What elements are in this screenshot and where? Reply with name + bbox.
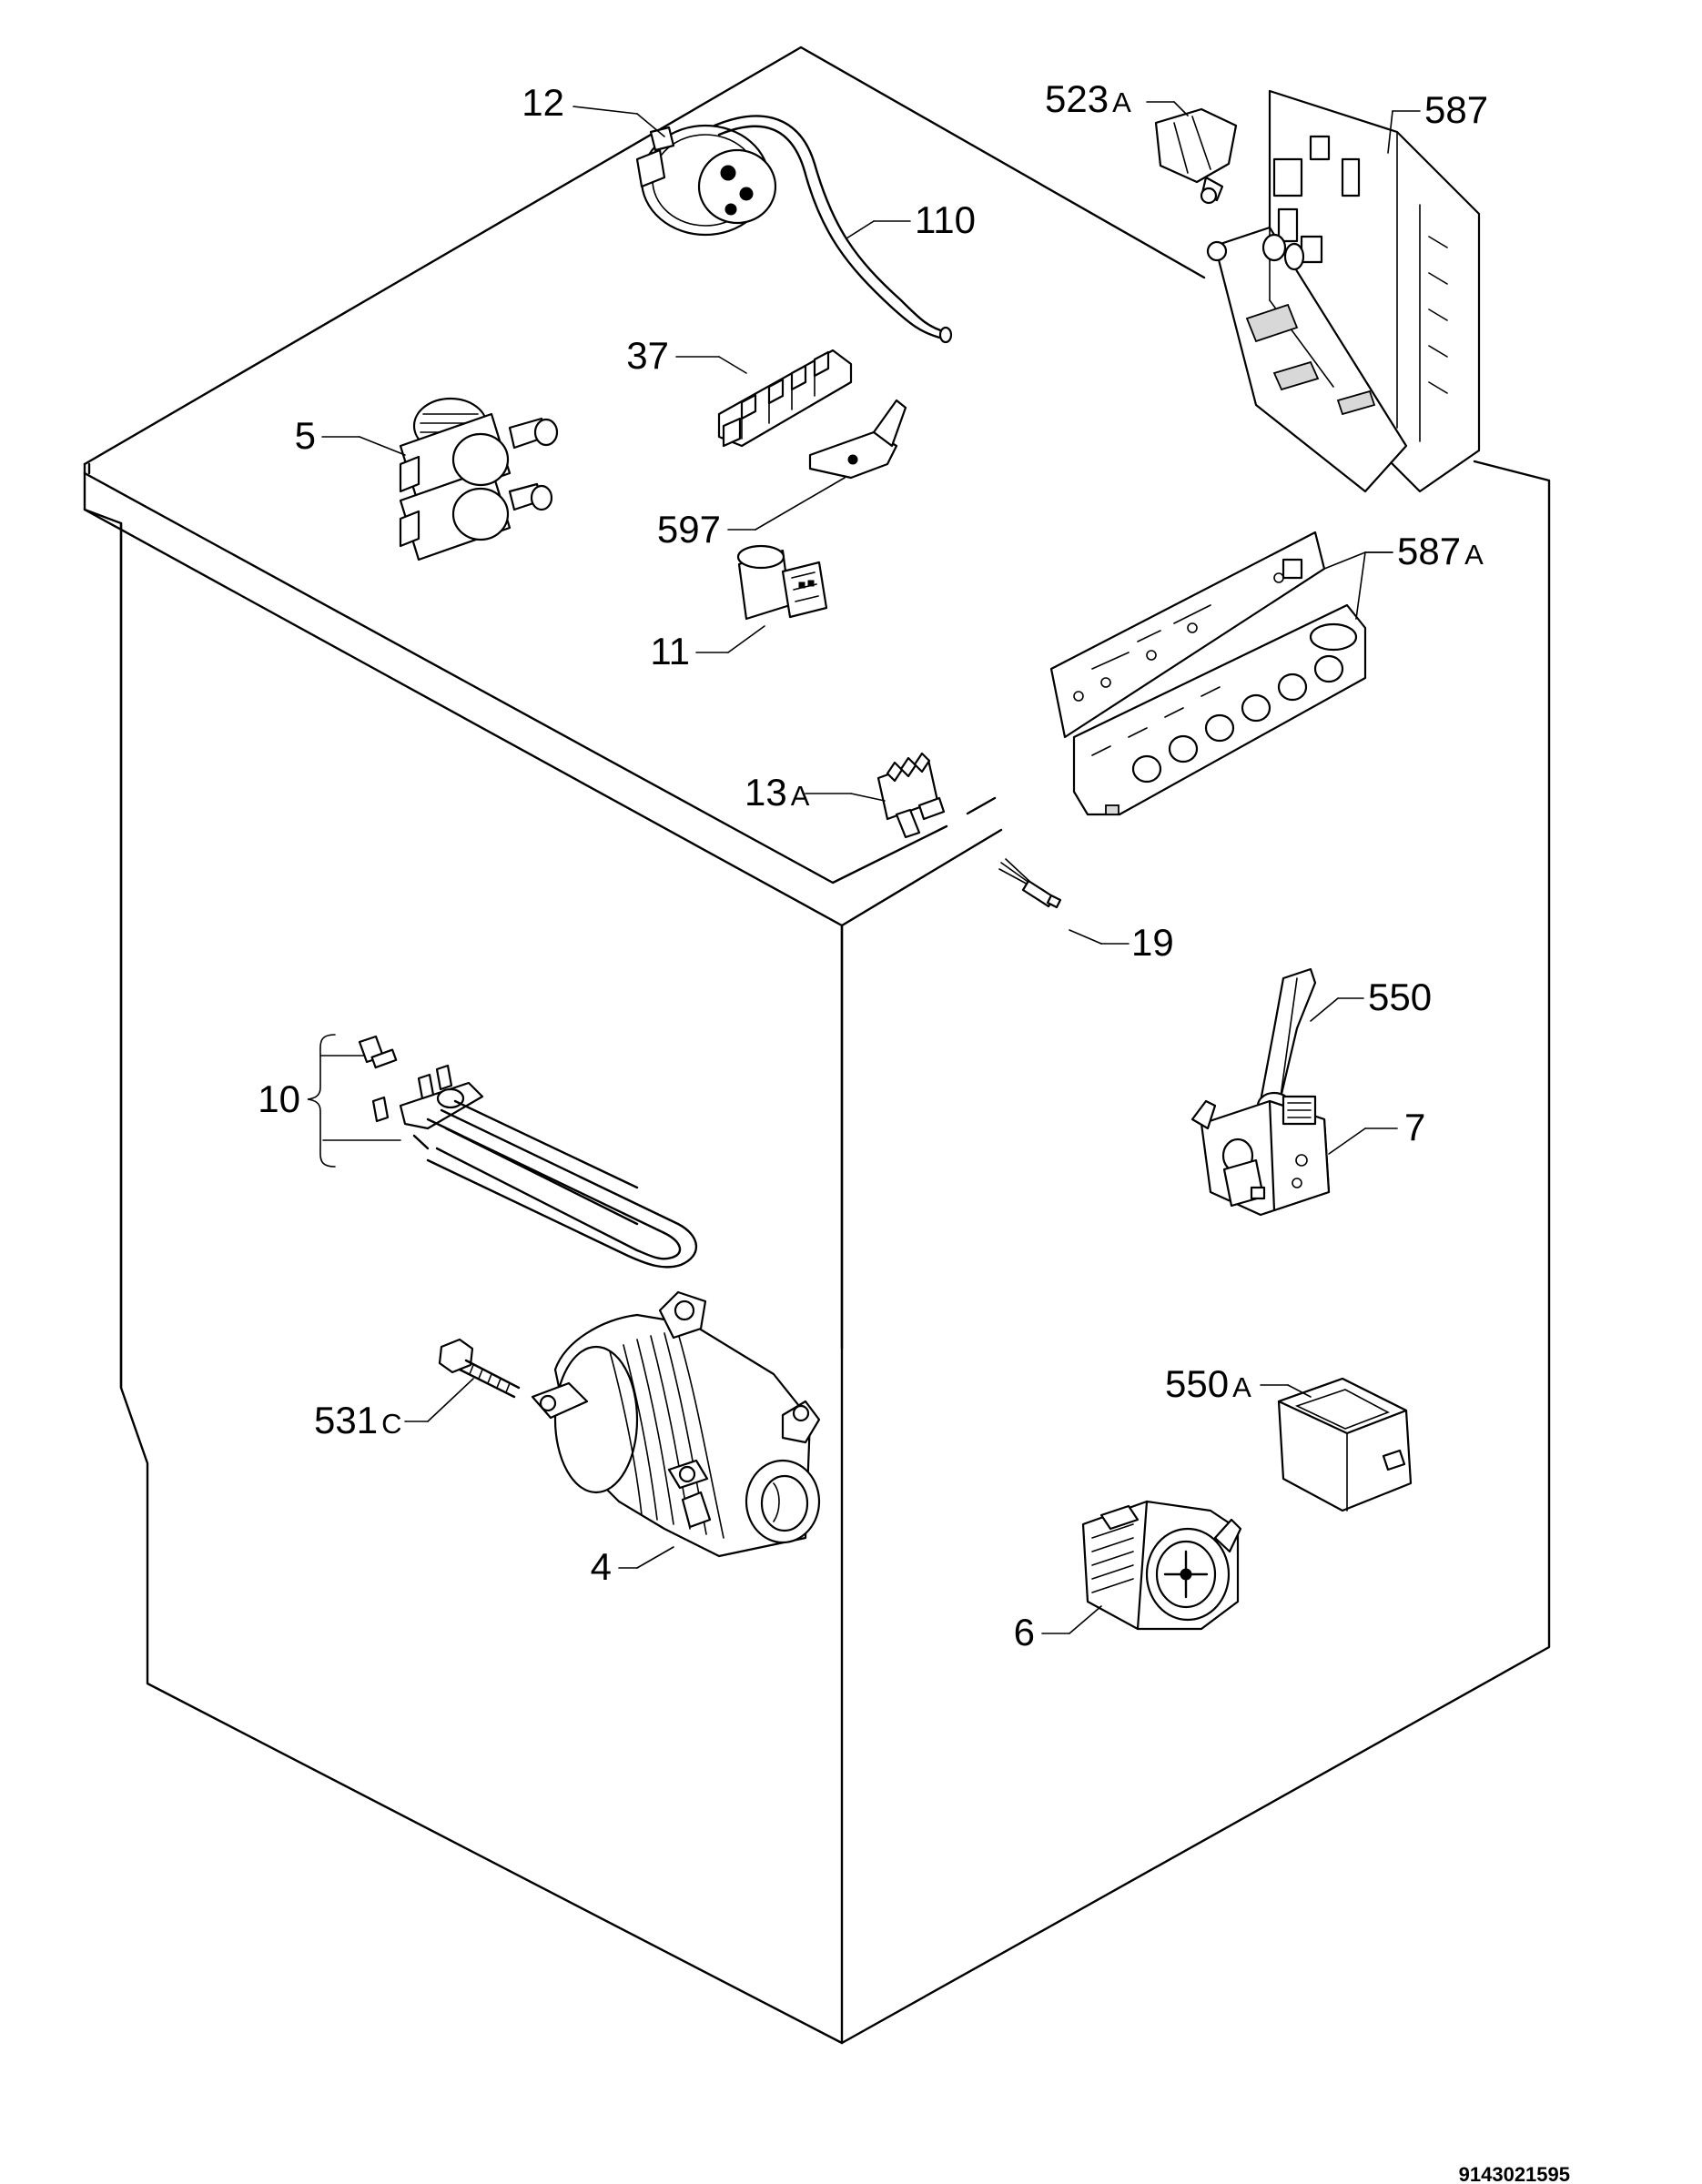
lock-cover-550a bbox=[1277, 1377, 1413, 1512]
part-label-11: 11 bbox=[650, 630, 690, 672]
part-label-12: 12 bbox=[522, 81, 564, 124]
drain-pump-4 bbox=[531, 1290, 821, 1558]
part-label-597: 597 bbox=[657, 508, 721, 551]
pressure-switch-12 bbox=[635, 124, 777, 237]
part-label-550: 550 bbox=[1368, 976, 1432, 1018]
hose-110 bbox=[713, 115, 953, 344]
water-valve-5 bbox=[399, 397, 559, 561]
pcb-module-587 bbox=[1206, 89, 1481, 493]
door-lock-7 bbox=[1190, 1095, 1331, 1217]
screw-531c bbox=[438, 1338, 521, 1399]
part-label-4: 4 bbox=[591, 1545, 612, 1588]
filter-11 bbox=[736, 544, 828, 621]
sensor-19 bbox=[998, 858, 1062, 909]
leader-lines bbox=[307, 101, 1421, 1634]
part-label-37: 37 bbox=[626, 334, 669, 377]
switch-6 bbox=[1081, 1500, 1242, 1631]
connector-strip-37 bbox=[717, 349, 853, 448]
part-label-5: 5 bbox=[295, 414, 316, 457]
part-label-10: 10 bbox=[258, 1077, 300, 1120]
part-label-587: 587 bbox=[1424, 88, 1488, 131]
part-label-19: 19 bbox=[1131, 921, 1174, 964]
bracket-597 bbox=[808, 399, 907, 480]
part-label-7: 7 bbox=[1404, 1106, 1425, 1148]
knob-523a bbox=[1154, 107, 1238, 205]
drawing-code: 9143021595 bbox=[1459, 2163, 1570, 2184]
display-board-587a bbox=[1049, 531, 1367, 816]
part-label-6: 6 bbox=[1014, 1611, 1035, 1653]
part-label-110: 110 bbox=[915, 198, 976, 241]
cabinet-outline bbox=[83, 46, 1551, 2045]
heating-element-10 bbox=[358, 1035, 698, 1269]
terminal-block-13a bbox=[876, 752, 946, 839]
